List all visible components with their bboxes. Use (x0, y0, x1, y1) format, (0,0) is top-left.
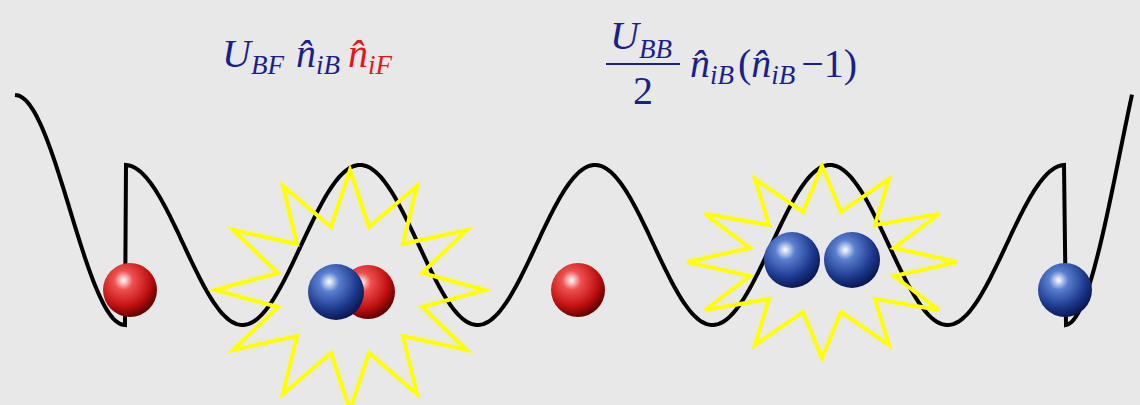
denominator: 2 (633, 65, 653, 114)
operator-symbol: n̂ (690, 40, 710, 87)
boson (1038, 263, 1092, 317)
operator-symbol: n̂ (296, 30, 316, 77)
interaction-burst (687, 166, 957, 358)
fermion (103, 263, 157, 317)
boson (824, 232, 880, 288)
bracket: ( (738, 40, 751, 87)
interaction-burst (215, 170, 485, 405)
boson (764, 232, 820, 288)
coupling-symbol: U (610, 12, 639, 59)
fraction: UBB2 (606, 12, 680, 114)
subscript: iB (771, 60, 795, 91)
operator-symbol: n̂ (751, 40, 771, 87)
fermion (551, 263, 605, 317)
lattice-potential (15, 95, 1132, 325)
coupling-symbol: U (222, 30, 251, 77)
formula-term: −1) (801, 40, 857, 87)
subscript: BF (251, 50, 284, 81)
operator-symbol: n̂ (348, 30, 368, 77)
subscript: iF (368, 50, 392, 81)
fraction-number: 2 (633, 68, 653, 113)
interaction-formula: UBFn̂iBn̂iF (222, 30, 396, 77)
numerator: UBB (606, 12, 680, 65)
subscript: iB (316, 50, 340, 81)
subscript: BB (639, 34, 672, 65)
subscript: iB (710, 60, 734, 91)
interaction-formula: UBB2n̂iB(n̂iB−1) (606, 12, 857, 114)
boson (308, 264, 364, 320)
